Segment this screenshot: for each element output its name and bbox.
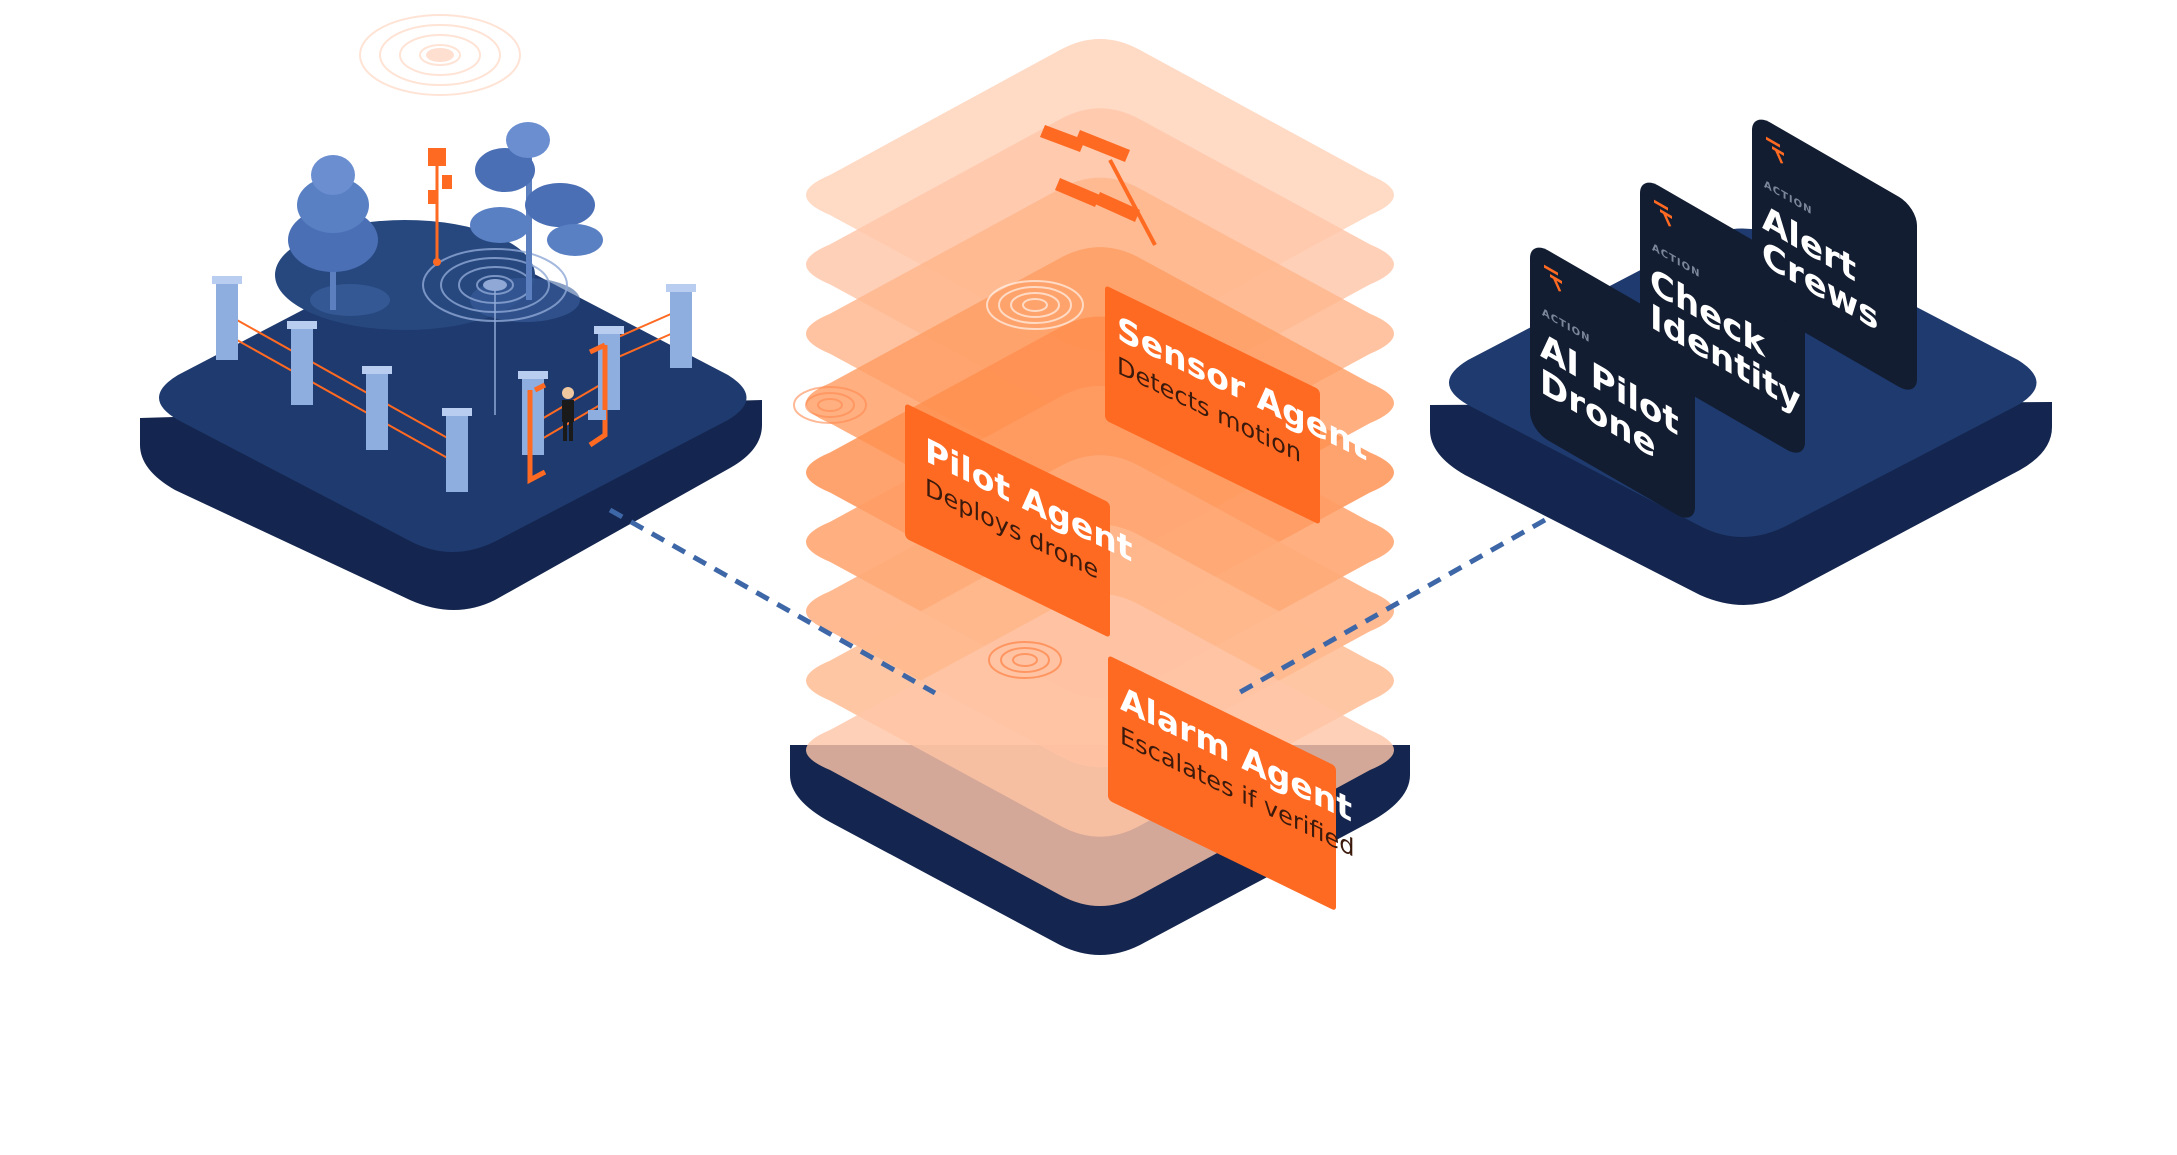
intruder-icon — [562, 387, 606, 441]
action-card-bg — [1752, 119, 1917, 390]
left-platform — [140, 14, 762, 610]
sensor-dot — [483, 279, 507, 291]
detection-bracket — [527, 342, 608, 485]
signal-dot — [426, 48, 454, 62]
ripple-icon — [986, 280, 1084, 330]
left-platform-top — [159, 243, 747, 552]
drone-icon — [1766, 136, 1784, 164]
signal-ripple-icon — [359, 14, 521, 96]
tree-icon — [470, 122, 603, 300]
ripple-icon — [988, 641, 1062, 679]
ripple-icon — [793, 386, 867, 424]
tree-shadow — [310, 284, 390, 316]
drone-icon — [1040, 125, 1157, 246]
sensor-pole-icon — [428, 148, 452, 266]
tree-icon — [288, 155, 378, 310]
drone-icon — [1544, 264, 1562, 292]
agent-layer-stack: Sensor Agent Detects motion Pilot Agent … — [790, 39, 1410, 955]
connector-right — [1233, 517, 1547, 698]
drone-icon — [1654, 199, 1672, 227]
fence-post-cap — [212, 276, 696, 416]
